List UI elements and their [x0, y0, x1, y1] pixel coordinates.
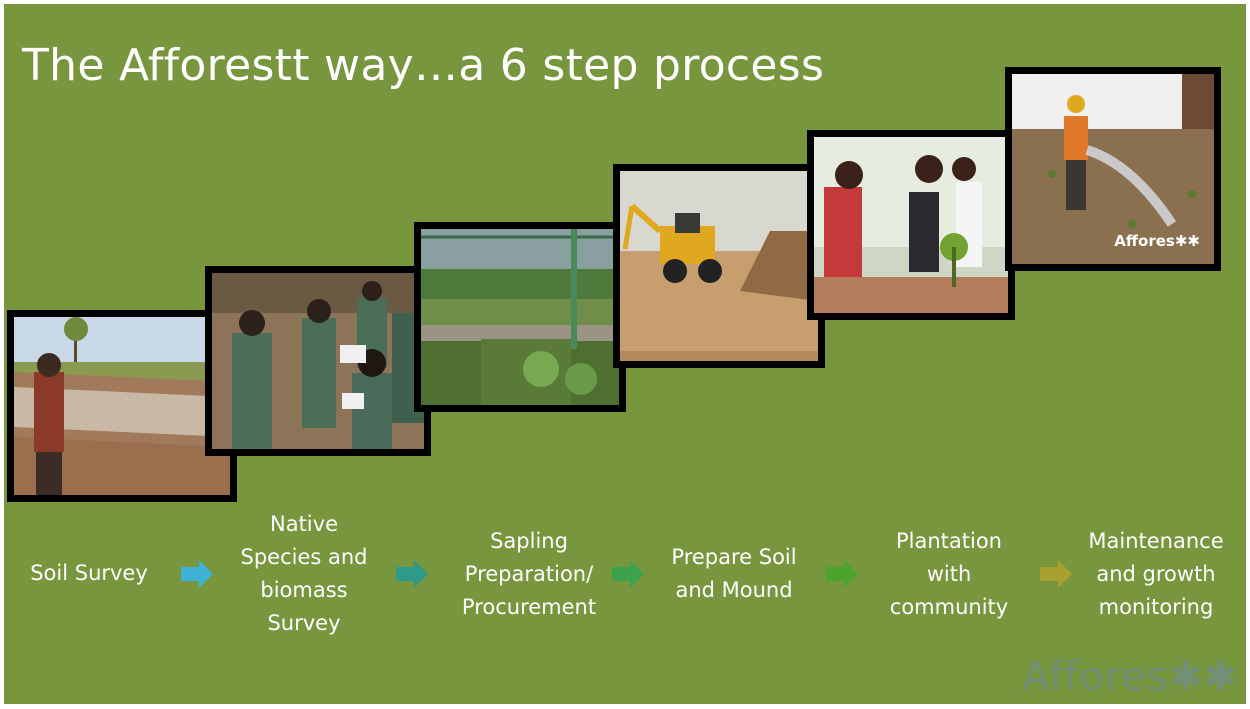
step-3-label: Sapling Preparation/ Procurement [461, 529, 597, 619]
maintenance-image [1012, 74, 1214, 264]
nursery-image [421, 229, 619, 405]
step-2-label: Native Species and biomass Survey [240, 512, 368, 635]
arrow-right-icon [826, 560, 858, 588]
photo-soil-survey [7, 310, 237, 502]
prepare-soil-image [620, 171, 818, 361]
photo-prepare-soil [613, 164, 825, 368]
photo-watermark: Affores✱✱ [1114, 232, 1200, 250]
photo-sapling-nursery [414, 222, 626, 412]
step-4-label: Prepare Soil and Mound [671, 545, 797, 602]
slide-title: The Afforestt way…a 6 step process [22, 40, 825, 91]
step-6-label: Maintenance and growth monitoring [1088, 529, 1224, 619]
photo-maintenance: Affores✱✱ [1005, 67, 1221, 271]
arrow-right-icon [396, 560, 428, 588]
arrow-right-icon [612, 560, 644, 588]
species-survey-image [212, 273, 424, 449]
plantation-image [814, 137, 1008, 313]
arrow-right-icon [1040, 560, 1072, 588]
soil-survey-image [14, 317, 230, 495]
arrow-right-icon [181, 560, 213, 588]
step-5-label: Plantation with community [889, 529, 1009, 619]
photo-species-survey [205, 266, 431, 456]
step-1-label: Soil Survey [30, 561, 148, 585]
slide: The Afforestt way…a 6 step process [4, 4, 1246, 704]
brand-watermark: Affores✱✱ [1022, 654, 1238, 700]
photo-plantation-community [807, 130, 1015, 320]
